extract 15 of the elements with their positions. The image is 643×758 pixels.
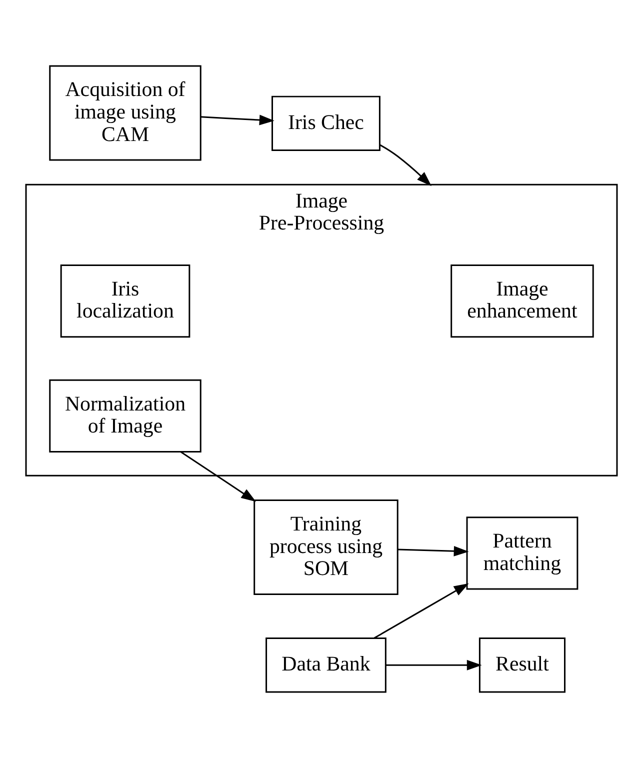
arrow [398, 546, 469, 556]
arrow [380, 144, 432, 186]
node-box: Normalization of Image [49, 379, 202, 452]
node-box: Acquisition of image using CAM [49, 65, 202, 161]
arrow [386, 660, 482, 670]
node-box: Training process using SOM [254, 500, 398, 596]
node-box: Image enhancement [450, 264, 594, 338]
node-box: Pattern matching [466, 516, 578, 590]
node-box: Data Bank [266, 638, 386, 693]
arrow [180, 451, 256, 502]
arrow [374, 583, 469, 639]
node-box: Iris localization [60, 264, 190, 338]
node-box: Result [478, 638, 566, 693]
node-box: Iris Chec [272, 96, 380, 152]
arrow [200, 114, 274, 126]
